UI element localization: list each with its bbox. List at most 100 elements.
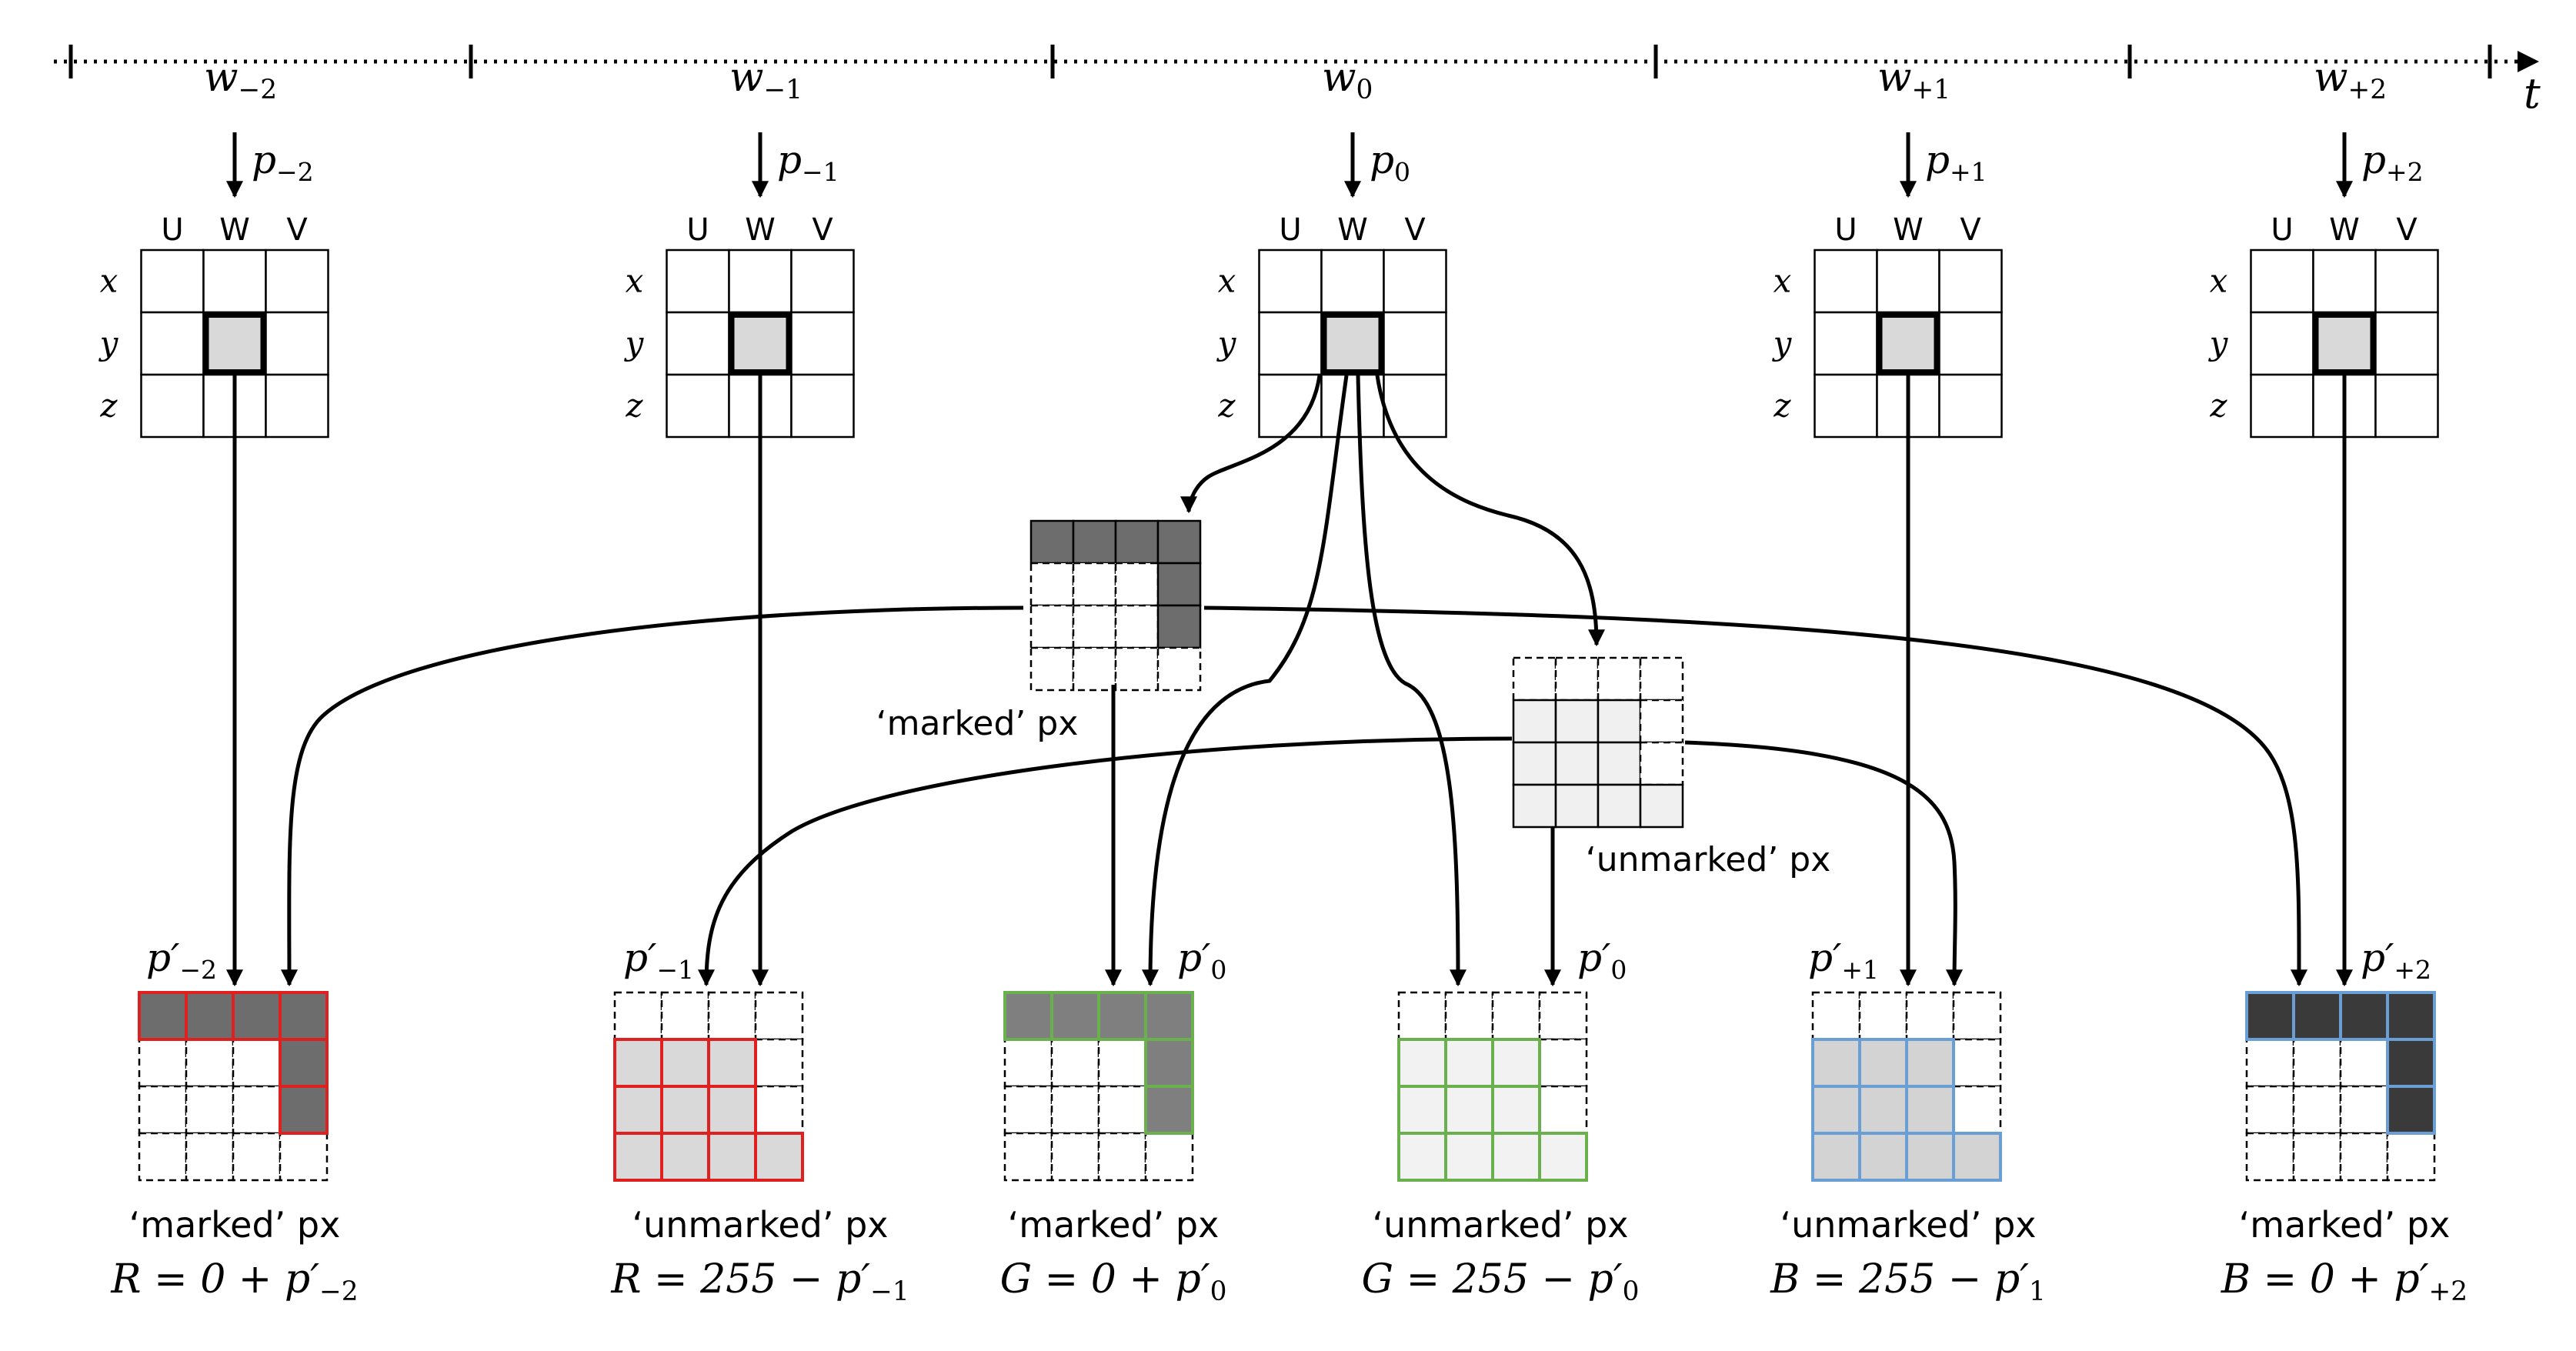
source-center-cell: [204, 313, 265, 374]
output-grid: [1003, 991, 1194, 1182]
empty-cell: [1639, 656, 1684, 702]
colored-border-cell: [754, 1132, 804, 1182]
colored-border-cell: [1144, 1085, 1194, 1135]
filled-cell: [1444, 1038, 1494, 1088]
column-label: U: [1834, 212, 1857, 248]
empty-cell: [1029, 604, 1075, 649]
output-pixel-label: p′+1: [1808, 936, 1879, 985]
filled-cell: [1597, 699, 1642, 744]
output-formula: G = 0 + p′0: [1000, 1256, 1227, 1307]
filled-cell: [707, 1038, 757, 1088]
empty-cell: [660, 991, 710, 1041]
source-cell: [2250, 249, 2314, 314]
source-cell: [1383, 249, 1447, 314]
source-cell: [1383, 311, 1447, 376]
source-cell: [790, 311, 855, 376]
source-cell: [666, 373, 730, 439]
empty-cell: [754, 991, 804, 1041]
filled-cell: [1156, 519, 1202, 565]
filled-cell: [232, 991, 282, 1041]
connector-unmarked-to-output-5: [1684, 740, 1964, 987]
filled-cell: [1512, 741, 1557, 786]
column-label: W: [1893, 212, 1924, 248]
source-center-cell: [1877, 313, 1939, 374]
empty-cell: [1538, 1038, 1588, 1088]
source-center-cell: [2314, 313, 2375, 374]
output-formula: B = 255 − p′1: [1770, 1256, 2046, 1307]
filled-cell: [1144, 1038, 1194, 1088]
empty-cell: [232, 1085, 282, 1135]
output-pixel-label: p′+2: [2361, 936, 2431, 985]
time-axis: t: [54, 45, 2541, 118]
window-label: w−2: [204, 55, 277, 105]
empty-cell: [754, 1085, 804, 1135]
column-label: V: [1404, 212, 1426, 248]
output-px-label: ‘marked’ px: [1008, 1204, 1220, 1246]
row-label: x: [626, 262, 644, 300]
filled-cell: [1397, 1132, 1447, 1182]
unmarked-pattern: [1512, 656, 1684, 829]
empty-cell: [754, 1038, 804, 1088]
column-label: W: [1337, 212, 1368, 248]
filled-cell: [1491, 1085, 1541, 1135]
row-label: y: [1216, 325, 1237, 362]
empty-cell: [1491, 991, 1541, 1041]
output-px-label: ‘unmarked’ px: [1780, 1204, 2036, 1246]
source-cell: [1320, 373, 1385, 439]
source-cell: [2312, 249, 2377, 314]
source-cell: [2374, 373, 2439, 439]
filled-cell: [185, 991, 235, 1041]
filled-cell: [1072, 519, 1117, 565]
source-cell: [1814, 249, 1878, 314]
empty-cell: [1858, 991, 1908, 1041]
filled-cell: [1858, 1038, 1908, 1088]
filled-cell: [1003, 991, 1053, 1041]
filled-cell: [2292, 991, 2342, 1041]
output-grid: [138, 991, 329, 1182]
empty-cell: [1114, 562, 1160, 607]
column-label: U: [161, 212, 183, 248]
filled-cell: [2386, 1085, 2436, 1135]
filled-cell: [1491, 1038, 1541, 1088]
row-label: y: [98, 325, 119, 362]
empty-cell: [185, 1038, 235, 1088]
source-cell: [1938, 373, 2003, 439]
column-label: W: [2329, 212, 2360, 248]
empty-cell: [1029, 646, 1075, 692]
empty-cell: [1639, 699, 1684, 744]
filled-cell: [1811, 1085, 1861, 1135]
empty-cell: [2339, 1085, 2389, 1135]
source-center-cell: [729, 313, 791, 374]
empty-cell: [1003, 1038, 1053, 1088]
source-cell: [1258, 311, 1323, 376]
row-label: x: [1218, 262, 1236, 300]
empty-cell: [2245, 1038, 2295, 1088]
pixel-label: p−2: [252, 138, 314, 187]
filled-cell: [660, 1038, 710, 1088]
empty-cell: [1003, 1085, 1053, 1135]
empty-cell: [1512, 656, 1557, 702]
output-5: p′+2‘marked’ pxB = 0 + p′+2: [2221, 936, 2468, 1307]
output-grid: [1811, 991, 2002, 1182]
empty-cell: [1144, 1132, 1194, 1182]
pixel-label: p−1: [777, 138, 839, 187]
output-grid: [613, 991, 804, 1182]
output-grids: p′−2‘marked’ pxR = 0 + p′−2p′−1‘unmarked…: [110, 936, 2468, 1307]
source-cell: [265, 311, 329, 376]
output-px-label: ‘unmarked’ px: [1372, 1204, 1628, 1246]
empty-cell: [1156, 646, 1202, 692]
source-cell: [666, 249, 730, 314]
source-cell: [140, 249, 205, 314]
filled-cell: [707, 1085, 757, 1135]
filled-cell: [1444, 1085, 1494, 1135]
empty-cell: [185, 1085, 235, 1135]
pixel-label: p+1: [1925, 138, 1987, 187]
source-center-cell: [1322, 313, 1383, 374]
empty-cell: [1050, 1038, 1100, 1088]
filled-cell: [707, 1132, 757, 1182]
filled-cell: [279, 991, 329, 1041]
